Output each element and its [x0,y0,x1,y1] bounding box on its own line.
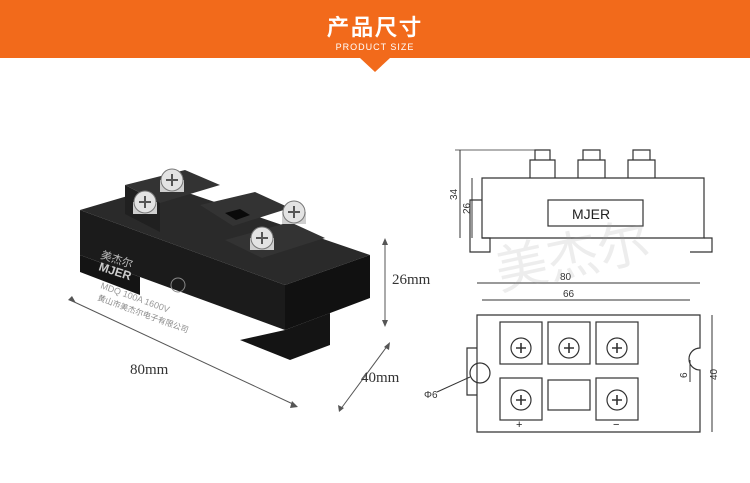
plus-terminal-label: + [516,419,522,431]
dim-label-34: 34 [449,188,460,200]
dim-label-26: 26 [462,202,473,214]
page-subtitle: PRODUCT SIZE [335,42,415,52]
top-view [466,314,701,433]
photo-depth-label: 40mm [361,370,400,386]
page-title: 产品尺寸 [326,15,423,41]
left-flange [80,255,140,295]
banner-notch [360,58,390,72]
side-view [469,149,713,253]
dim-label-6: 6 [679,372,690,378]
right-flange [240,313,330,360]
module-side-face [285,255,370,330]
leader-hole [436,376,471,393]
photo-height-label: 26mm [392,272,431,288]
center-hex-block [200,192,290,226]
screw-4 [250,226,274,250]
dim-line-depth [339,344,389,411]
dim-label-66: 66 [563,289,575,300]
hex-hole [225,209,250,220]
side-view-label: MJER [572,206,610,222]
screw-2 [133,190,157,214]
dim-label-80: 80 [560,272,572,283]
dim-label-40: 40 [709,368,720,380]
screw-1 [160,168,184,192]
logo-seal-icon [170,277,186,293]
photo-length-label: 80mm [130,362,169,378]
dim-line-length [69,299,296,406]
header-banner [0,0,750,58]
hole-diameter-label: Φ6 [424,390,438,401]
screw-3 [282,200,306,224]
minus-terminal-label: − [613,419,619,431]
module-front-face [80,210,285,330]
